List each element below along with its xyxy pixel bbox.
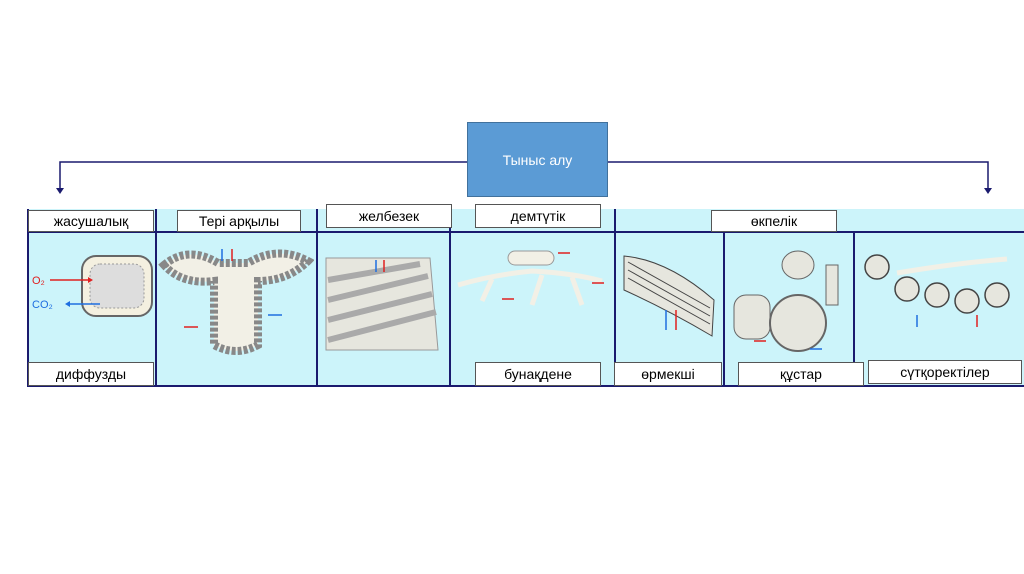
gills-illustration [325, 257, 439, 351]
panel-bottom-border [27, 385, 1024, 387]
label-pulmonary: өкпелік [711, 210, 837, 232]
root-label: Тыныс алу [502, 151, 573, 168]
label-mammals: сүтқоректілер [868, 360, 1022, 384]
skin-breathing-illustration [158, 249, 314, 355]
label-diffuse: диффузды [28, 362, 154, 386]
label-tracheal: демтүтік [475, 204, 601, 228]
divider [155, 209, 157, 387]
divider [449, 209, 451, 387]
bird-lung-illustration [733, 250, 839, 352]
label-skin: Тері арқылы [177, 210, 301, 232]
divider [853, 232, 855, 387]
label-arachnids: өрмекші [614, 362, 722, 386]
divider [614, 209, 616, 387]
label-insects: бунақдене [475, 362, 601, 386]
book-lung-illustration [623, 255, 715, 337]
tracheal-illustration [457, 250, 604, 306]
label-cellular: жасушалық [28, 210, 154, 232]
divider [27, 209, 29, 387]
divider [723, 232, 725, 387]
mammal-lung-illustration [864, 254, 1010, 327]
label-gills: желбезек [326, 204, 452, 228]
cell-diffusion-illustration: O₂ CO₂ [32, 255, 153, 317]
co2-label: CO₂ [32, 299, 53, 311]
root-node: Тыныс алу [467, 122, 608, 197]
o2-label: O₂ [32, 275, 45, 287]
divider [316, 209, 318, 387]
label-birds: құстар [738, 362, 864, 386]
panel-top-border [27, 231, 1024, 233]
